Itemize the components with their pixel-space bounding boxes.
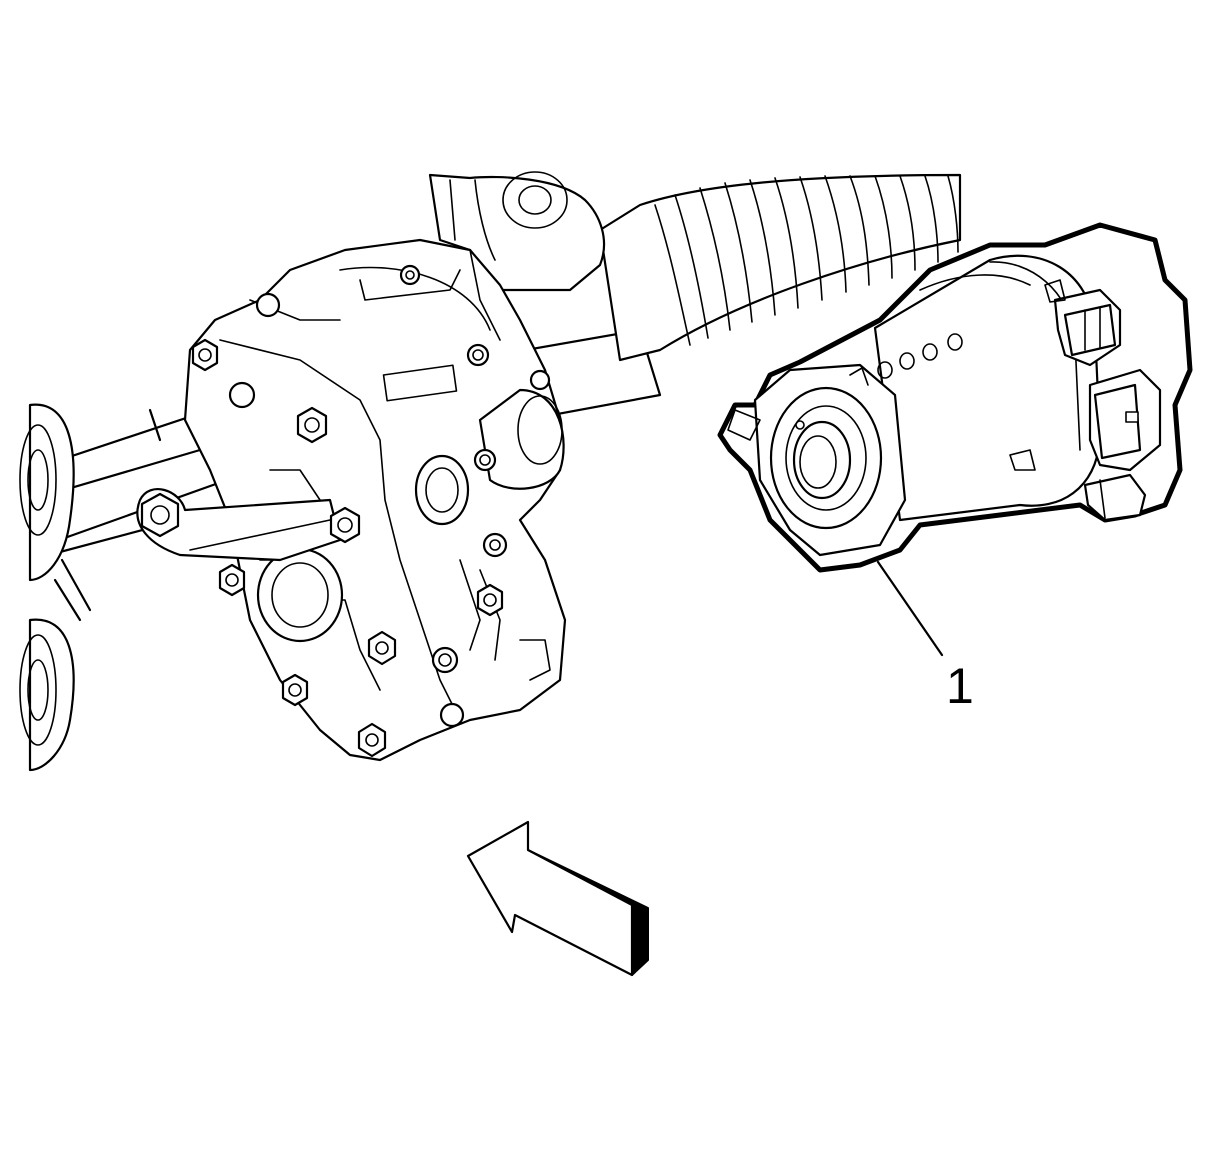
bolt bbox=[367, 630, 397, 666]
housing-bolts bbox=[140, 264, 551, 758]
bolt bbox=[466, 343, 490, 367]
steering-gear-housing bbox=[183, 238, 567, 762]
direction-arrow-icon bbox=[466, 820, 649, 977]
bolt bbox=[140, 492, 180, 538]
callout-label: 1 bbox=[946, 658, 974, 714]
upper-mount-bracket bbox=[428, 171, 605, 292]
bolt bbox=[482, 532, 508, 558]
bolt bbox=[255, 292, 281, 318]
electric-motor-assembly[interactable] bbox=[717, 222, 1193, 573]
steering-rack-boot bbox=[598, 173, 962, 362]
bolt bbox=[228, 381, 256, 409]
bolt bbox=[329, 506, 361, 544]
bolt bbox=[473, 448, 497, 472]
tie-rod-end-left bbox=[19, 403, 92, 772]
bolt bbox=[399, 264, 421, 286]
bolt bbox=[281, 673, 309, 707]
bolt bbox=[357, 722, 387, 758]
callout-1: 1 bbox=[876, 560, 974, 714]
bolt bbox=[476, 583, 504, 617]
callout-leader-line bbox=[876, 560, 944, 657]
left-mount-bracket bbox=[136, 469, 342, 562]
bolt bbox=[439, 702, 465, 728]
bolt bbox=[191, 338, 219, 372]
bolt bbox=[431, 646, 459, 674]
bolt bbox=[218, 563, 246, 597]
bolt bbox=[296, 406, 328, 444]
bolt bbox=[529, 369, 551, 391]
